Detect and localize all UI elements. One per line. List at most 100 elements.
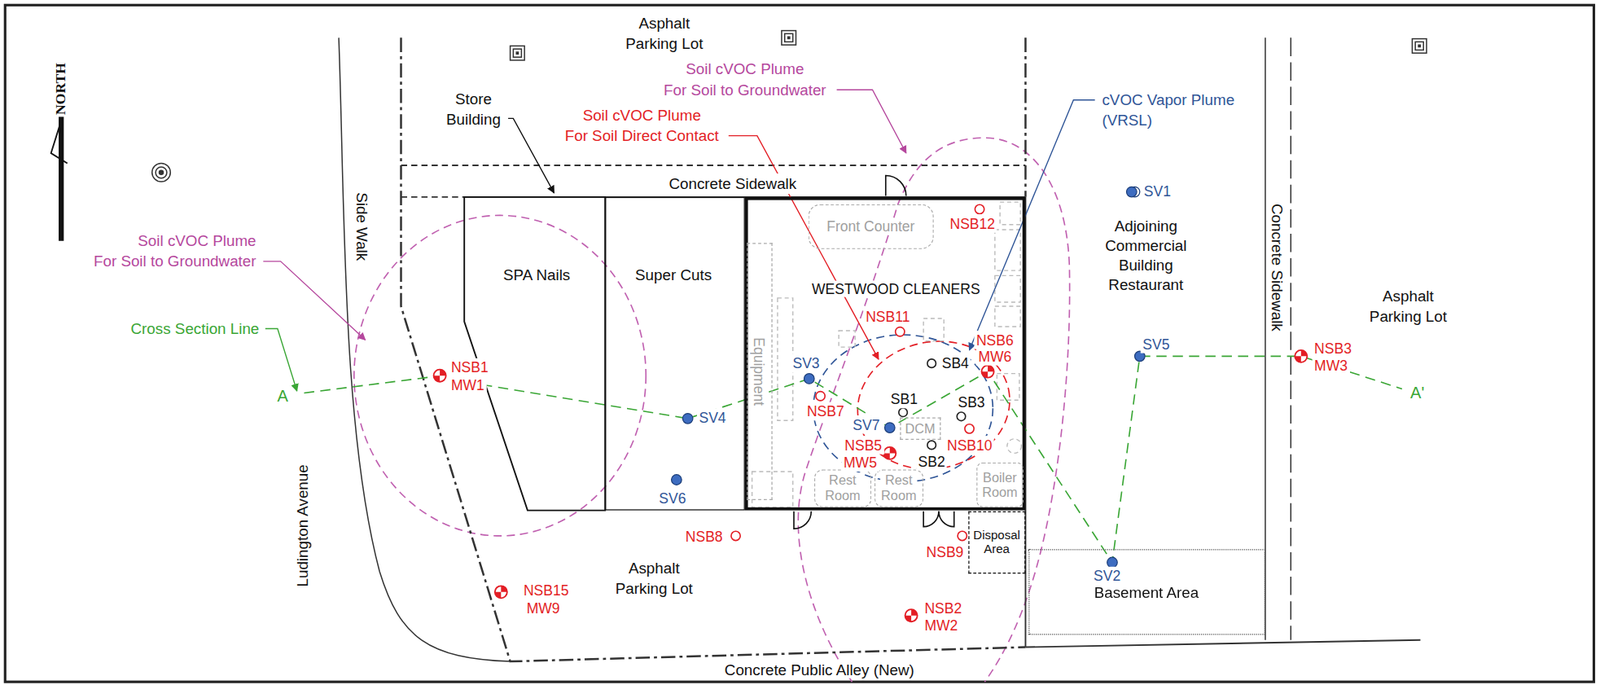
north-arrow bbox=[51, 115, 68, 242]
area-name: Super Cuts bbox=[634, 265, 714, 283]
street-line bbox=[338, 37, 511, 662]
door-symbol bbox=[793, 511, 811, 529]
manhole-symbol bbox=[152, 163, 171, 183]
soil-boring-symbol bbox=[815, 391, 825, 401]
sample-id: MW9 bbox=[524, 599, 562, 619]
room-outline: Boiler Room bbox=[977, 462, 1024, 508]
plume-callout: cVOC Vapor Plume (VRSL) bbox=[1100, 89, 1237, 131]
area-outline: Disposal Area bbox=[968, 511, 1026, 574]
monitoring-well-symbol bbox=[883, 447, 896, 460]
door-symbol bbox=[793, 175, 955, 530]
sample-id: NSB10 bbox=[944, 435, 995, 455]
sample-id: SB3 bbox=[955, 392, 987, 412]
street-name: Concrete Sidewalk bbox=[1268, 201, 1286, 334]
room-outline: Rest Room bbox=[874, 469, 924, 507]
machine-outline: DCM bbox=[899, 417, 942, 440]
sample-id: SV3 bbox=[790, 354, 822, 373]
sample-id: NSB12 bbox=[947, 214, 998, 233]
soil-boring-symbol bbox=[927, 440, 937, 450]
soil-vapor-symbol bbox=[671, 186, 1145, 567]
equipment-outline: Equipment bbox=[747, 242, 773, 500]
street-name: Concrete Public Alley (New) bbox=[722, 660, 917, 678]
street-line bbox=[338, 37, 1421, 662]
monitoring-well-symbol bbox=[433, 350, 1308, 622]
soil-boring-symbol bbox=[731, 530, 741, 540]
plume-callout: Soil cVOC Plume For Soil to Groundwater bbox=[661, 59, 829, 101]
sample-id: MW2 bbox=[922, 616, 960, 636]
soil-boring-symbol bbox=[957, 530, 967, 540]
soil-vapor-symbol bbox=[804, 373, 816, 385]
soil-vapor-symbol bbox=[682, 413, 693, 425]
map-frame bbox=[4, 4, 1594, 682]
area-name: Boiler Room bbox=[981, 469, 1019, 500]
equipment-outline bbox=[996, 373, 1020, 401]
tenant-space: SPA Nails bbox=[464, 197, 605, 511]
sample-id: SV2 bbox=[1091, 566, 1123, 586]
equipment-outline bbox=[752, 471, 794, 508]
area-outline: Basement Area bbox=[1028, 548, 1266, 635]
street-line bbox=[401, 37, 1026, 662]
catch-basin-symbol bbox=[781, 30, 797, 46]
equipment-outline bbox=[752, 201, 1022, 508]
section-end: A bbox=[275, 385, 290, 407]
door-symbol bbox=[885, 175, 907, 197]
plume-outline bbox=[354, 137, 1070, 682]
street-line bbox=[401, 164, 1026, 167]
counter-outline: Front Counter bbox=[808, 204, 934, 250]
street-name: Ludington Avenue bbox=[293, 462, 311, 589]
leader-line bbox=[728, 135, 879, 360]
tenant-space: Super Cuts bbox=[604, 197, 746, 511]
street-line bbox=[401, 196, 465, 198]
leader-line bbox=[837, 89, 907, 154]
area-label: Asphalt Parking Lot bbox=[623, 13, 706, 54]
street-name: Side Walk bbox=[353, 190, 371, 264]
area-name: Rest Room bbox=[880, 473, 918, 505]
sample-id: SB4 bbox=[939, 354, 971, 373]
soil-boring-symbol bbox=[964, 424, 974, 434]
soil-boring-symbol bbox=[956, 412, 966, 421]
area-name: DCM bbox=[903, 420, 937, 437]
manhole-symbol bbox=[158, 170, 163, 175]
sample-id: NSB2 bbox=[922, 599, 965, 619]
soil-vapor-symbol bbox=[885, 422, 896, 434]
sample-id: NSB1 bbox=[448, 358, 491, 377]
area-name: Rest Room bbox=[824, 473, 862, 505]
sample-id: MW5 bbox=[841, 452, 879, 472]
soil-boring-symbol bbox=[974, 204, 984, 214]
door-symbol bbox=[938, 511, 955, 527]
monitoring-well-symbol bbox=[433, 369, 447, 382]
sample-id: SV6 bbox=[657, 488, 689, 508]
sample-id: SV7 bbox=[850, 415, 882, 434]
north-label: NORTH bbox=[52, 61, 70, 118]
sample-id: NSB9 bbox=[924, 543, 966, 562]
sample-id: MW3 bbox=[1312, 355, 1351, 375]
area-label: Adjoining Commercial Building Restaurant bbox=[1103, 216, 1189, 294]
catch-basin-symbol bbox=[1411, 39, 1427, 54]
monitoring-well-symbol bbox=[1294, 350, 1307, 363]
sample-id: MW1 bbox=[448, 375, 487, 395]
area-name: Equipment bbox=[751, 336, 768, 407]
catch-basin-symbol bbox=[510, 45, 526, 61]
soil-vapor-symbol bbox=[671, 474, 683, 486]
soil-boring-symbol bbox=[927, 359, 937, 369]
leader-line bbox=[263, 261, 365, 340]
tenant-outline bbox=[464, 197, 605, 511]
street-line bbox=[1025, 640, 1421, 648]
street-name: Concrete Sidewalk bbox=[666, 173, 799, 194]
room-outline: Rest Room bbox=[814, 469, 872, 507]
soil-boring-symbol bbox=[898, 407, 908, 417]
sample-id: NSB8 bbox=[683, 527, 725, 547]
plume-outline bbox=[354, 214, 646, 536]
section-callout: Cross Section Line bbox=[128, 318, 262, 339]
equipment-outline bbox=[999, 201, 1021, 225]
sample-id: SB2 bbox=[916, 451, 947, 471]
monitoring-well-symbol bbox=[981, 365, 995, 378]
north-arrow bbox=[58, 115, 64, 242]
leader-line bbox=[265, 328, 298, 391]
sample-id: NSB7 bbox=[804, 402, 847, 421]
building-label: Store Building bbox=[444, 88, 504, 130]
